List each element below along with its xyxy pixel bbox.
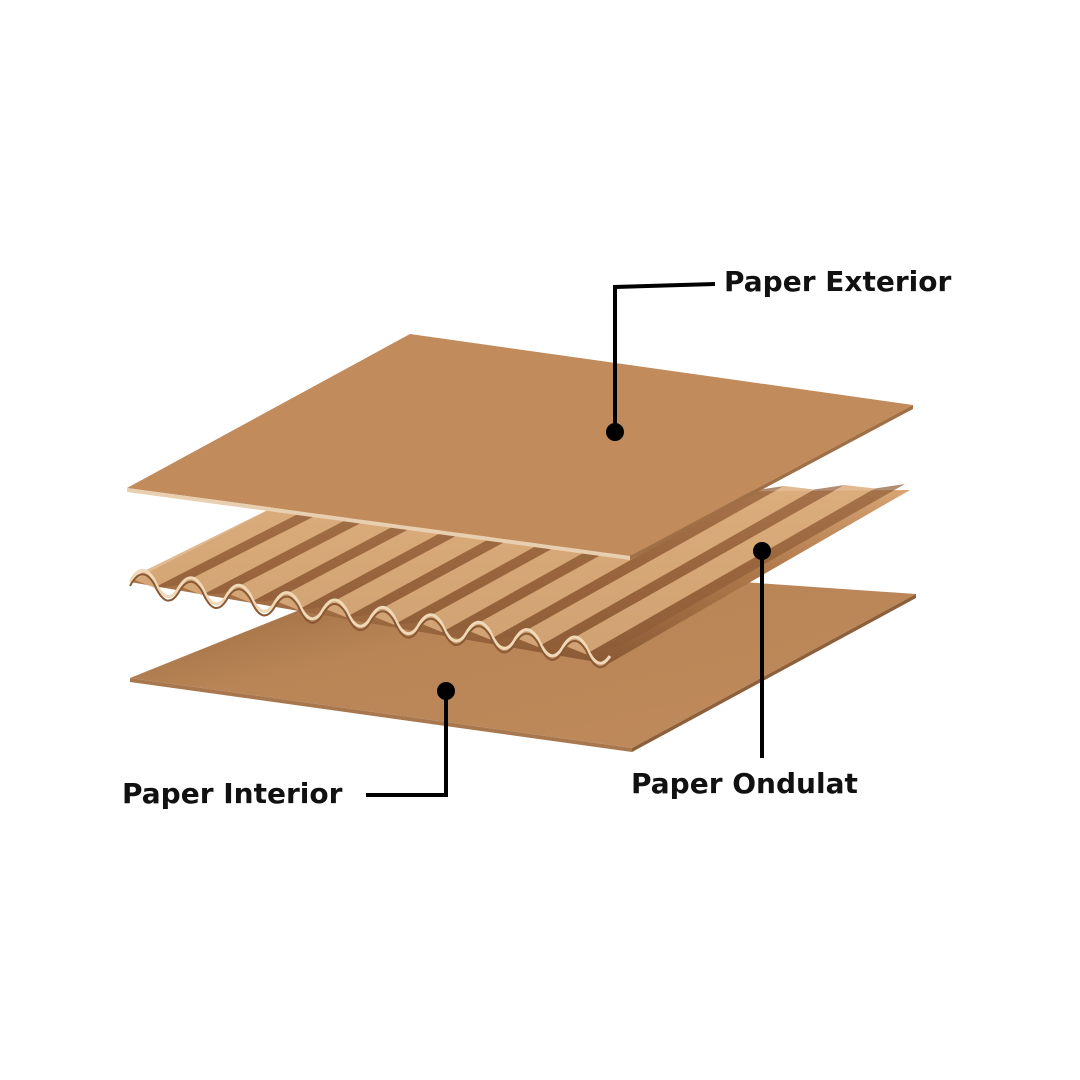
callout-fluting [753,542,771,758]
label-paper-exterior: Paper Exterior [724,265,952,298]
callout-exterior-line [613,282,716,432]
flute-profile-shadow [129,573,611,669]
flute-ridge [562,485,875,655]
flute-ridge [514,486,815,647]
flute-ridge [130,494,331,588]
label-paper-interior: Paper Interior [122,777,343,810]
callout-interior [366,682,455,797]
flute-groove [490,486,784,640]
callout-exterior-dot [606,423,624,441]
flute-profile-edge [128,568,612,665]
flute-groove [586,484,905,655]
callout-exterior [606,282,716,441]
callout-fluting-dot [753,542,771,560]
callout-interior-dot [437,682,455,700]
exterior-liner-sheet [127,334,913,560]
flute-groove [154,493,361,588]
label-paper-fluting: Paper Ondulat [631,767,858,800]
flute-groove [538,485,845,647]
callout-interior-line [366,691,448,797]
